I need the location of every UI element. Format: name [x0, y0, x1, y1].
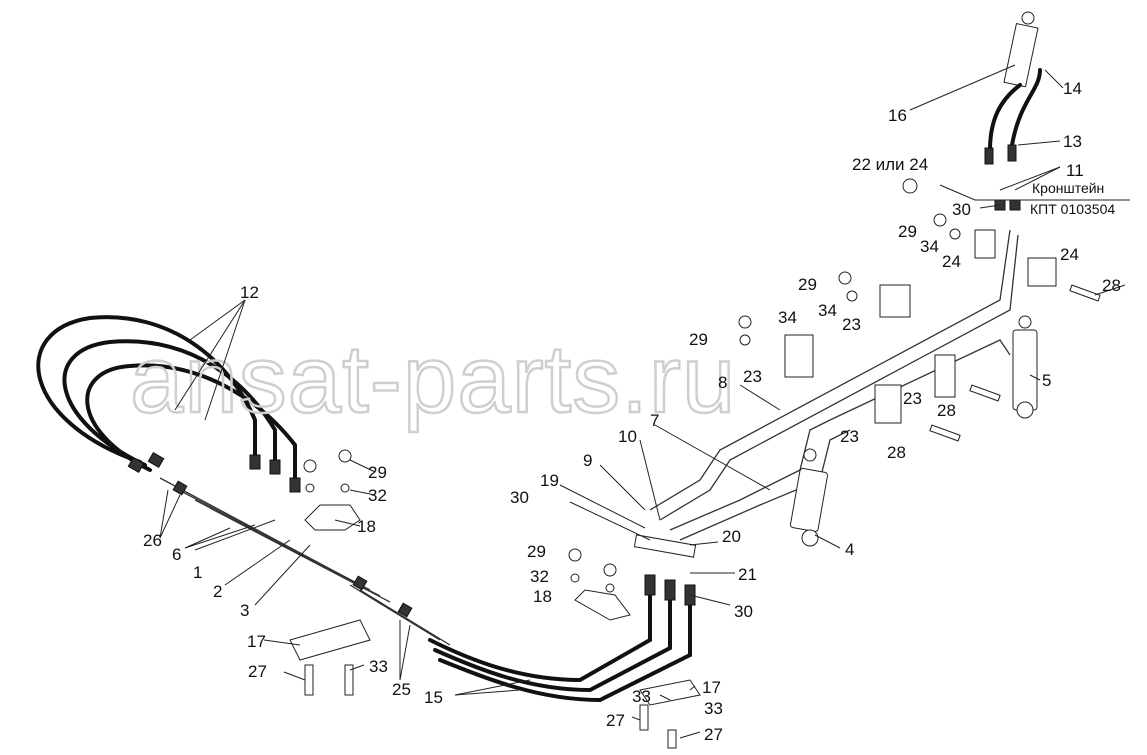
label-34-left: 34 [778, 308, 797, 327]
label-8: 8 [718, 373, 727, 392]
label-23-top: 23 [842, 315, 861, 334]
cylinder-5 [1012, 315, 1038, 419]
label-30-mid: 30 [510, 488, 529, 507]
label-34-mid: 34 [818, 301, 837, 320]
label-24-right: 24 [1060, 245, 1079, 264]
clamps [784, 229, 1057, 424]
label-21: 21 [738, 565, 757, 584]
label-9: 9 [583, 451, 592, 470]
bottom-hoses [428, 588, 692, 703]
label-17-right: 17 [702, 678, 721, 697]
label-33-bottom-right: 33 [704, 699, 723, 718]
label-27-left: 27 [248, 662, 267, 681]
label-28-top: 28 [1102, 276, 1121, 295]
label-23-bottom: 23 [840, 427, 859, 446]
brackets [289, 504, 701, 706]
label-15: 15 [424, 688, 443, 707]
part-labels: 12 14 16 13 11 22 или 24 Кронштейн КПТ 0… [143, 79, 1121, 744]
bracket-note-line1: Кронштейн [1032, 180, 1104, 196]
label-7: 7 [650, 411, 659, 430]
label-34-top: 34 [920, 237, 939, 256]
label-27-bottom-left: 27 [606, 711, 625, 730]
label-4: 4 [845, 540, 854, 559]
label-26: 26 [143, 531, 162, 550]
label-29-left: 29 [689, 330, 708, 349]
label-3: 3 [240, 601, 249, 620]
label-18-right: 18 [533, 587, 552, 606]
label-33-left: 33 [369, 657, 388, 676]
upper-pipes [649, 229, 1019, 541]
label-30-top: 30 [952, 200, 971, 219]
leader-lines [159, 64, 1130, 739]
label-28-bottom: 28 [887, 443, 906, 462]
label-16: 16 [888, 106, 907, 125]
bracket-note-line2: КПТ 0103504 [1030, 201, 1115, 217]
cylinder-16 [988, 11, 1042, 152]
label-13: 13 [1063, 132, 1082, 151]
label-24-left: 24 [942, 252, 961, 271]
label-23-left: 23 [743, 367, 762, 386]
label-32-bottom: 32 [530, 567, 549, 586]
label-29-bolts: 29 [368, 463, 387, 482]
label-27-bottom-right: 27 [704, 725, 723, 744]
label-1: 1 [193, 563, 202, 582]
label-25: 25 [392, 680, 411, 699]
main-pipes [159, 477, 451, 646]
label-20: 20 [722, 527, 741, 546]
label-29-top: 29 [898, 222, 917, 241]
label-22-or-24: 22 или 24 [852, 155, 928, 174]
label-18-left: 18 [357, 517, 376, 536]
label-23-right: 23 [903, 389, 922, 408]
label-11: 11 [1066, 161, 1084, 180]
label-28-mid: 28 [937, 401, 956, 420]
watermark: ansat-parts.ru [130, 326, 736, 433]
label-29-bottom: 29 [527, 542, 546, 561]
label-2: 2 [213, 582, 222, 601]
label-29-mid: 29 [798, 275, 817, 294]
label-14: 14 [1063, 79, 1082, 98]
cylinder-4 [789, 448, 829, 547]
label-30-bottom: 30 [734, 602, 753, 621]
label-33-bottom-left: 33 [632, 687, 651, 706]
label-32-bolts: 32 [368, 486, 387, 505]
label-12: 12 [240, 283, 259, 302]
label-19: 19 [540, 471, 559, 490]
label-17-left: 17 [247, 632, 266, 651]
fasteners [303, 178, 1101, 749]
label-6: 6 [172, 545, 181, 564]
label-5: 5 [1042, 371, 1051, 390]
label-10: 10 [618, 427, 637, 446]
hose-loops [36, 315, 297, 487]
